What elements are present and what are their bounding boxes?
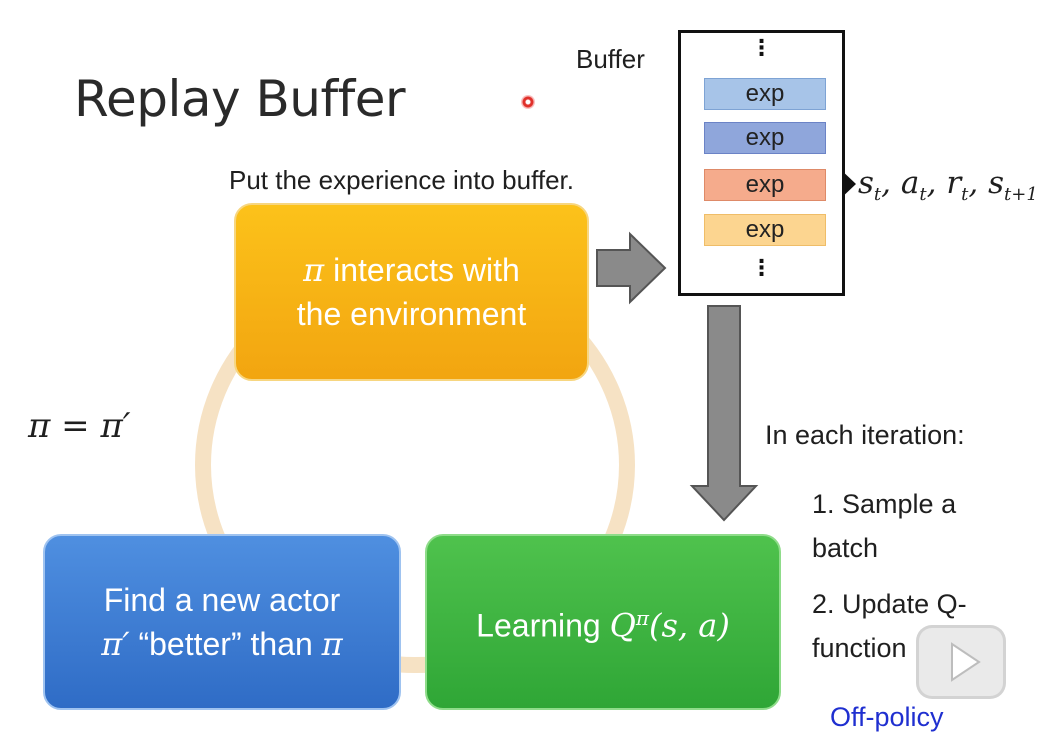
slide-title: Replay Buffer — [74, 70, 406, 128]
interact-text: interacts with — [324, 252, 520, 288]
arrow-to-buffer — [596, 231, 667, 305]
buffer-entry: exp — [704, 214, 826, 246]
buffer-label: Buffer — [576, 44, 645, 74]
tuple-sub: t — [961, 184, 969, 206]
tuple-sub-next: t+1 — [1004, 184, 1038, 206]
find-actor-box: Find a new actor π′ “better” than π — [43, 534, 401, 710]
put-experience-label: Put the experience into buffer. — [229, 165, 574, 195]
play-icon — [951, 642, 981, 682]
q-superscript: π — [635, 606, 649, 631]
interact-box: π interacts with the environment — [234, 203, 589, 381]
play-button[interactable] — [916, 625, 1006, 699]
interact-line2: the environment — [296, 296, 527, 332]
buffer-box: ⋮ exp exp exp exp ⋮ — [678, 30, 845, 296]
pi-symbol: π — [321, 625, 343, 663]
tuple-r: r — [946, 165, 962, 201]
q-args: (s, a) — [649, 606, 730, 645]
tuple-s-next: s — [988, 165, 1005, 201]
laser-pointer-dot — [521, 95, 535, 109]
find-text: “better” than — [129, 626, 322, 662]
buffer-ellipsis-top: ⋮ — [750, 35, 773, 60]
off-policy-link[interactable]: Off-policy — [830, 702, 944, 732]
find-line1: Find a new actor — [103, 582, 341, 618]
learning-line: Learning Qπ(s, a) — [476, 596, 730, 648]
learning-text: Learning — [476, 607, 610, 644]
q-symbol: Q — [609, 606, 636, 645]
buffer-entry: exp — [704, 78, 826, 110]
tuple-s: s — [858, 165, 874, 201]
tuple-sep: , — [926, 165, 947, 201]
tuple-sep: , — [881, 165, 901, 201]
learning-box: Learning Qπ(s, a) — [425, 534, 781, 710]
interact-line1: π interacts with — [303, 248, 520, 292]
tuple-sep: , — [968, 165, 989, 201]
find-line2: π′ “better” than π — [101, 622, 342, 666]
iteration-header: In each iteration: — [765, 420, 965, 450]
pi-prime-symbol: π′ — [101, 625, 130, 663]
pi-symbol: π — [303, 251, 325, 289]
policy-update-equation: π = π′ — [28, 406, 131, 446]
buffer-entry: exp — [704, 169, 826, 201]
arrow-to-learning — [689, 305, 759, 522]
buffer-entry: exp — [704, 122, 826, 154]
tuple-sub: t — [873, 184, 882, 206]
tuple-sub: t — [919, 184, 927, 206]
experience-tuple: st, at, rt, st+1 — [858, 165, 1038, 205]
iteration-step: 1. Sample a batch — [812, 489, 957, 563]
iteration-step: 2. Update Q-function — [812, 589, 967, 663]
tuple-a: a — [900, 165, 920, 201]
buffer-ellipsis-bottom: ⋮ — [750, 255, 773, 280]
